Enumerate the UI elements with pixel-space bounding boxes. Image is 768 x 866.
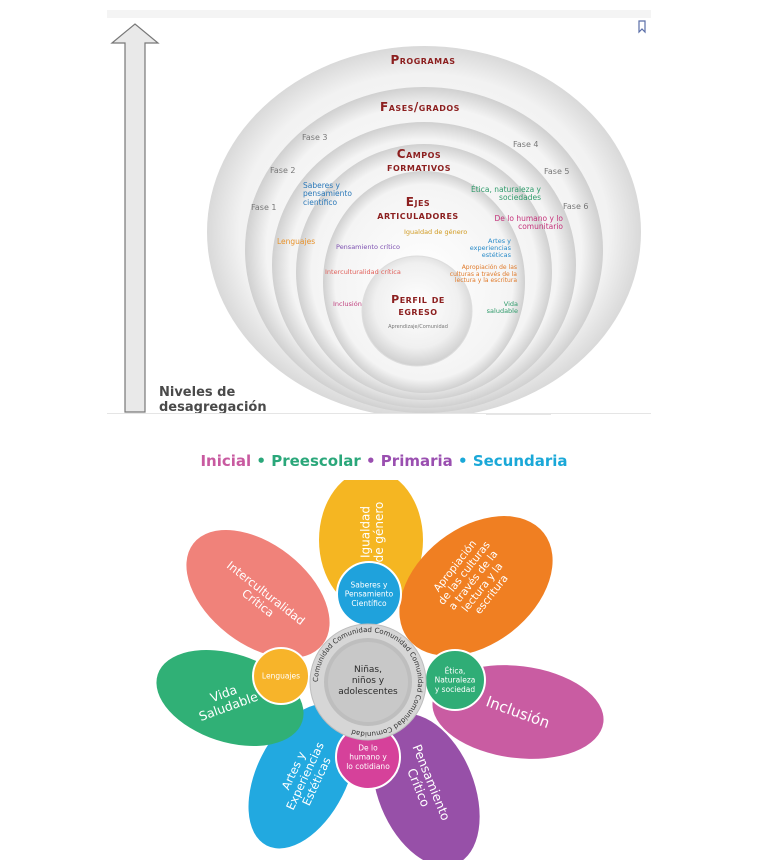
up-arrow [110, 23, 160, 413]
axis-healthy-life: Vida saludable [486, 300, 518, 316]
ring-profile [361, 255, 473, 367]
education-levels-banner: Inicial • Preescolar • Primaria • Secund… [0, 452, 768, 470]
field-human: De lo humano y lo comunitario [494, 214, 563, 232]
phase-5: Fase 5 [544, 167, 570, 176]
phase-2: Fase 2 [270, 166, 296, 175]
top-strip [107, 10, 651, 18]
programs-label: Programas [390, 53, 456, 67]
axes-label: Ejes articuladores [377, 195, 459, 223]
petal-label-1: Igualdadde género [359, 502, 386, 563]
axis-interculturality: Interculturalidad crítica [325, 268, 401, 276]
level-inicial: Inicial [200, 452, 252, 470]
concentric-rings [207, 46, 641, 414]
flower-diagram: Comunidad Comunidad Comunidad Comunidad … [156, 480, 604, 860]
axis-critical-thinking: Pensamiento crítico [336, 243, 400, 251]
bottom-line [107, 413, 651, 414]
inner-label-4: Lenguajes [262, 672, 300, 681]
petal-7 [186, 529, 330, 659]
profile-label: Perfil de egreso [391, 293, 445, 319]
level-primaria: Primaria [380, 452, 453, 470]
field-science: Saberes y pensamiento científico [303, 181, 352, 207]
profile-sub-label: Aprendizaje/Comunidad [388, 324, 448, 330]
field-languages: Lenguajes [277, 237, 316, 246]
separator: • [256, 452, 266, 470]
axis-inclusion: Inclusión [333, 300, 362, 308]
separator: • [365, 452, 376, 470]
level-secundaria: Secundaria [472, 452, 568, 470]
desagregation-diagram: Programas Fases/grados Campos formativos… [107, 10, 651, 414]
field-ethics: Ética, naturaleza y sociedades [470, 185, 541, 203]
level-preescolar: Preescolar [271, 452, 361, 470]
separator-line [486, 414, 551, 425]
phase-4: Fase 4 [513, 140, 539, 149]
phase-6: Fase 6 [563, 202, 589, 211]
phases-label: Fases/grados [380, 100, 460, 114]
phase-3: Fase 3 [302, 133, 328, 142]
axis-reading-culture: Apropiación de las culturas a través de … [449, 264, 517, 285]
levels-label: Niveles de desagregación [159, 385, 267, 414]
phase-1: Fase 1 [251, 203, 277, 212]
axis-arts: Artes y experiencias estéticas [469, 237, 511, 260]
petal-2 [399, 516, 553, 656]
center-core [328, 642, 408, 722]
inner-circle-4 [252, 647, 310, 705]
fields-label: Campos formativos [386, 147, 451, 175]
bookmark-icon[interactable] [636, 18, 648, 36]
axis-gender: Igualdad de género [404, 228, 468, 236]
separator: • [457, 452, 468, 470]
